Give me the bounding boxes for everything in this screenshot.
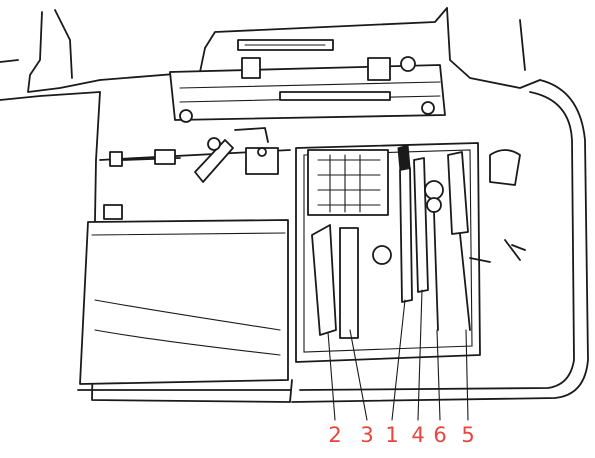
accessory-compartment — [295, 142, 481, 363]
item-3-strip — [339, 227, 359, 339]
leader-line-4 — [417, 289, 423, 421]
right-details — [469, 149, 526, 263]
item-6-spring — [424, 180, 444, 331]
leader-line-2 — [327, 331, 336, 421]
machine-head — [0, 7, 541, 101]
callout-label-3: 3 — [360, 423, 374, 447]
top-rail — [169, 56, 446, 123]
leader-line-5 — [465, 329, 469, 421]
item-2-presser-foot — [311, 224, 337, 336]
item-1-screwdriver-tip — [397, 144, 411, 171]
callout-label-1: 1 — [385, 423, 399, 447]
machine-bed — [77, 79, 589, 403]
callout-label-5: 5 — [461, 423, 475, 447]
leader-lines — [327, 289, 469, 421]
item-1-screwdriver — [399, 167, 413, 303]
left-cover — [79, 219, 289, 385]
left-mechanism — [103, 127, 279, 220]
leader-line-6 — [436, 329, 441, 421]
item-5-brush — [447, 151, 469, 235]
callout-label-2: 2 — [328, 423, 342, 447]
callout-label-4: 4 — [411, 423, 425, 447]
leader-line-1 — [391, 299, 406, 421]
callout-label-6: 6 — [433, 423, 447, 447]
leader-line-3 — [349, 329, 368, 421]
